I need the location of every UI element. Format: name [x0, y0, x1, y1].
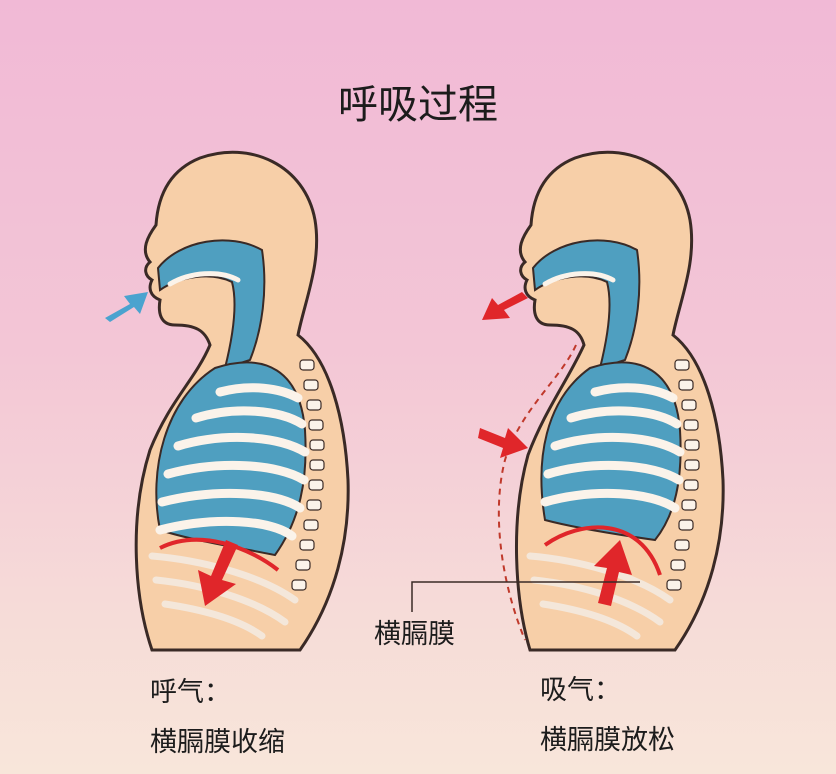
left-spine — [291, 359, 325, 591]
page-title: 呼吸过程 — [338, 82, 498, 128]
left-diaphragm-arrow — [198, 540, 238, 606]
right-spine — [666, 359, 700, 591]
right-chest-arrow — [478, 428, 528, 458]
right-airway-inner — [542, 271, 616, 287]
left-airway-inner — [167, 271, 241, 287]
right-diaphragm-arrow — [594, 540, 632, 606]
diaphragm-leader-line — [411, 581, 640, 612]
exhale-heading: 呼气： — [150, 677, 231, 708]
inhale-caption: 横膈膜放松 — [540, 725, 675, 756]
left-lower-ribs — [148, 552, 299, 640]
right-air-arrow — [482, 292, 528, 320]
exhale-caption: 横膈膜收缩 — [150, 727, 285, 758]
right-diaphragm — [543, 525, 662, 576]
right-figure — [478, 150, 725, 652]
diaphragm-label: 横膈膜 — [374, 619, 455, 650]
right-expansion-dashed-outline — [497, 344, 577, 641]
left-ribs — [155, 383, 310, 541]
right-ribs — [540, 383, 685, 513]
left-diaphragm — [159, 537, 280, 572]
right-airway — [531, 239, 641, 370]
left-air-arrow — [105, 292, 148, 322]
inhale-heading: 吸气： — [540, 675, 621, 706]
left-figure — [105, 150, 350, 652]
left-airway — [156, 239, 266, 370]
